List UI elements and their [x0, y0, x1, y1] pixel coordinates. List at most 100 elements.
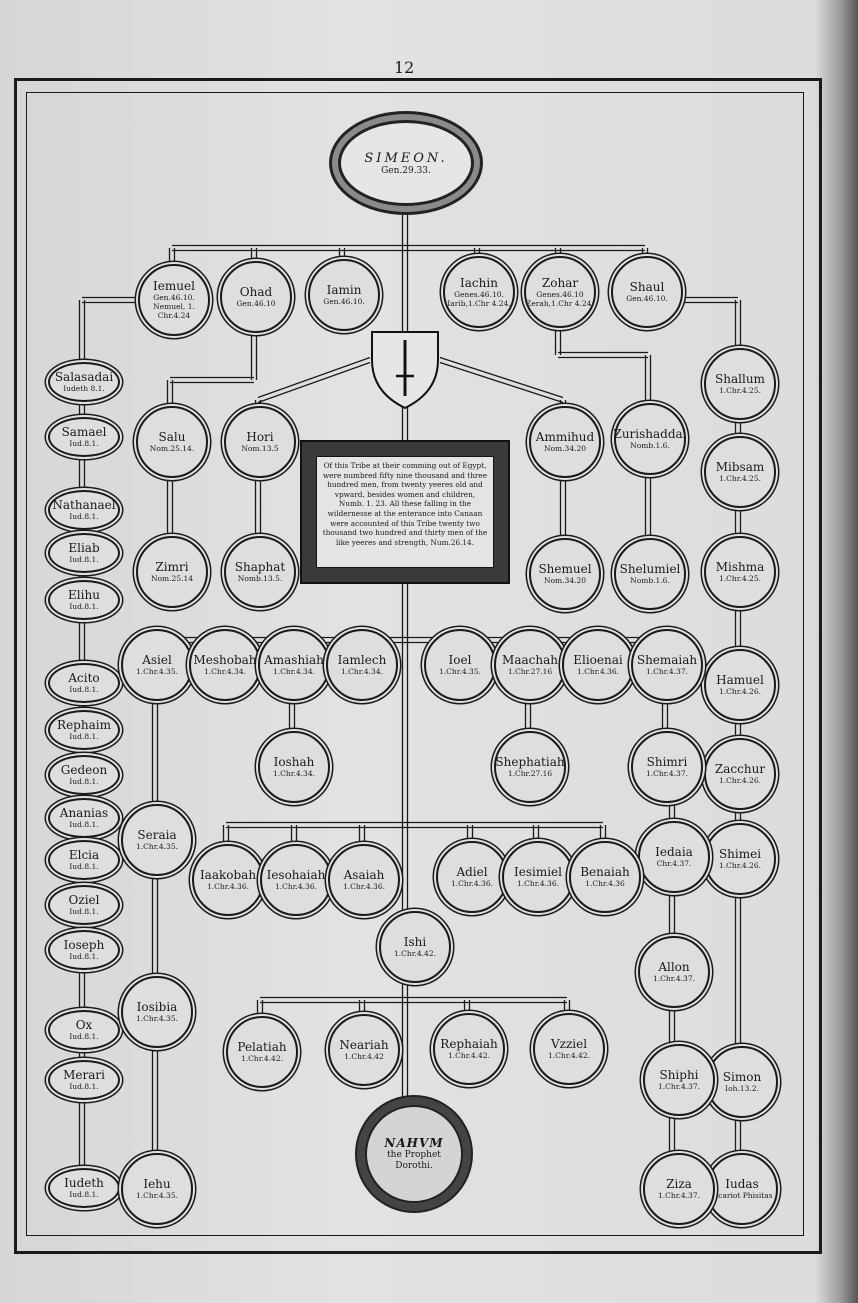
scripture-ref: Nom.34.20 — [543, 576, 587, 585]
scripture-ref: Gen.46.10. — [626, 294, 668, 303]
scripture-ref: Iudeth 8.1. — [63, 384, 105, 393]
person-name: Zimri — [155, 560, 189, 574]
scripture-ref: Iud.8.1. — [69, 685, 99, 694]
person-name: Meshobah — [193, 653, 257, 667]
connector-line — [257, 361, 371, 404]
tribe-note-text: Of this Tribe at their comming out of Eg… — [316, 456, 494, 568]
scripture-ref: Iud.8.1. — [69, 952, 99, 961]
scripture-ref: Chr.4.37. — [656, 859, 692, 868]
person-name: Iachin — [460, 275, 498, 290]
scripture-ref: Nom.25.14. — [149, 444, 195, 453]
person-name: Shallum — [715, 372, 765, 386]
scripture-ref: 1.Chr.4.34. — [273, 769, 315, 778]
scripture-ref: Iud.8.1. — [69, 1032, 99, 1041]
person-name: Allon — [658, 960, 690, 974]
scripture-ref: Nom.13.5 — [241, 444, 279, 453]
person-name: Shemaiah — [636, 653, 698, 667]
scripture-ref: Nomb.1.6. — [630, 441, 670, 450]
scripture-ref: Iud.8.1. — [69, 862, 99, 871]
scripture-ref: Gen.46.10. — [323, 297, 365, 306]
person-name: Elcia — [68, 848, 100, 862]
person-name: Benaiah — [580, 865, 630, 879]
person-name: Elioenai — [573, 653, 623, 667]
shield-sword-icon — [371, 331, 439, 410]
scripture-ref: 1.Chr.4.25. — [719, 574, 761, 583]
person-name: Shiphi — [659, 1068, 699, 1082]
scripture-ref: Ioh.13.2. — [725, 1084, 759, 1093]
scripture-ref: 1.Chr.4.37. — [653, 974, 695, 983]
person-name: Asaiah — [343, 868, 385, 882]
scripture-ref: 1.Chr.4.36 — [585, 879, 625, 888]
scripture-ref: 1.Chr.4.42. — [548, 1051, 590, 1060]
connector-line — [257, 356, 371, 399]
scripture-ref: Nomb.1.6. — [630, 576, 670, 585]
page-number: 12 — [394, 58, 415, 77]
scripture-ref: 1.Chr.4.25. — [719, 474, 761, 483]
scripture-ref: Iud.8.1. — [69, 439, 99, 448]
scripture-ref: 1.Chr.4.36. — [577, 667, 619, 676]
scripture-ref: Gen.46.10 — [236, 299, 276, 308]
person-name: Ishi — [403, 935, 427, 949]
scripture-ref: 1.Chr.4.36. — [207, 882, 249, 891]
scripture-ref: 1.Chr.4.34. — [204, 667, 246, 676]
nahum-cartouche: NAHVM the Prophet Dorothi. — [365, 1105, 463, 1203]
scripture-ref: 1.Chr.4.37. — [646, 769, 688, 778]
connector-line — [439, 356, 564, 399]
scripture-ref: 1.Chr.27.16 — [507, 769, 553, 778]
scripture-ref: Iud.8.1. — [69, 820, 99, 829]
person-name: Shaul — [629, 280, 665, 294]
person-name: Adiel — [456, 865, 488, 879]
scripture-ref: 1.Chr.4.35. — [136, 1191, 178, 1200]
person-name: Ziza — [666, 1177, 692, 1191]
scripture-ref: 1.Chr.4.42 — [344, 1052, 384, 1061]
person-name: Ioel — [448, 653, 472, 667]
person-name: Ioshah — [273, 755, 315, 769]
simeon-cartouche: SIMEON. Gen.29.33. — [338, 120, 474, 206]
scripture-ref: Nom.34.20 — [543, 444, 587, 453]
person-name: Mibsam — [715, 460, 765, 474]
person-name: Shaphat — [234, 560, 286, 574]
scripture-ref: 1.Chr.4.37. — [658, 1082, 700, 1091]
person-name: Ox — [75, 1018, 93, 1032]
person-name: Maachah — [502, 653, 558, 667]
person-name: Iesimiel — [514, 865, 562, 879]
scripture-ref: Iud.8.1. — [69, 1082, 99, 1091]
